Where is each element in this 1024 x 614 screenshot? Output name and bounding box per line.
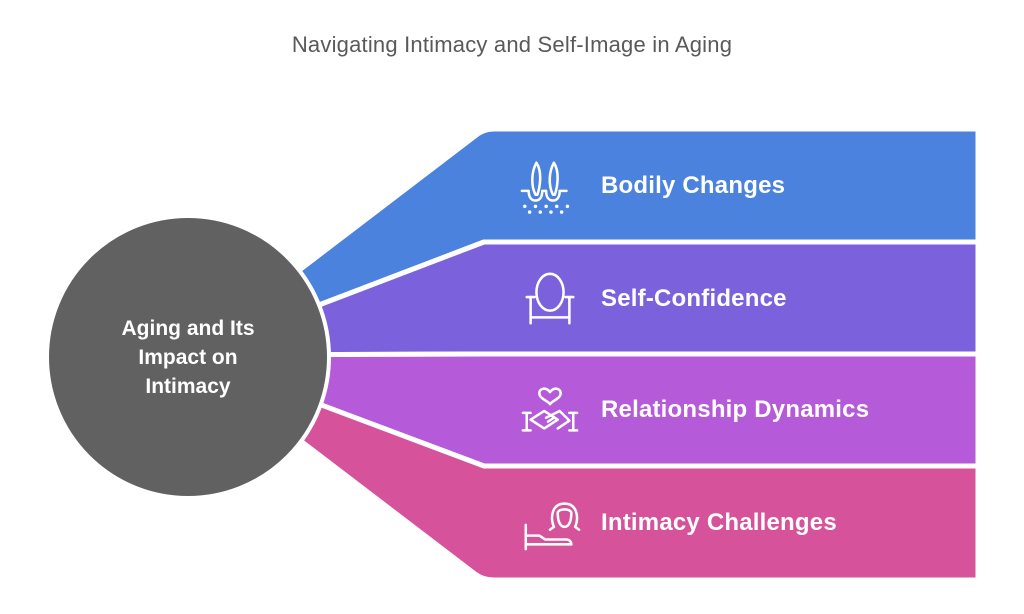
- mirror-icon: [519, 268, 581, 330]
- center-line-1: Aging and Its: [121, 317, 255, 340]
- page-title: Navigating Intimacy and Self-Image in Ag…: [291, 32, 733, 57]
- branch-label-relationship-dynamics: Relationship Dynamics: [601, 396, 870, 423]
- branch-label-self-confidence: Self-Confidence: [601, 285, 787, 312]
- handshake-heart-icon: [519, 379, 581, 441]
- band-intimacy-challenges: [185, 352, 981, 583]
- branch-label-intimacy-challenges: Intimacy Challenges: [601, 509, 837, 536]
- skin-hair-icon: [519, 155, 581, 217]
- center-line-3: Intimacy: [145, 375, 231, 398]
- branch-self-confidence: Self-Confidence: [519, 267, 979, 331]
- center-circle: [45, 214, 331, 500]
- branch-bodily-changes: Bodily Changes: [519, 154, 979, 218]
- person-bed-icon: [519, 492, 581, 554]
- branch-label-bodily-changes: Bodily Changes: [601, 172, 786, 199]
- branch-relationship-dynamics: Relationship Dynamics: [519, 378, 979, 442]
- center-line-2: Impact on: [138, 346, 238, 369]
- branch-intimacy-challenges: Intimacy Challenges: [519, 491, 979, 555]
- center-node-label: Aging and Its Impact on Intimacy: [77, 314, 299, 401]
